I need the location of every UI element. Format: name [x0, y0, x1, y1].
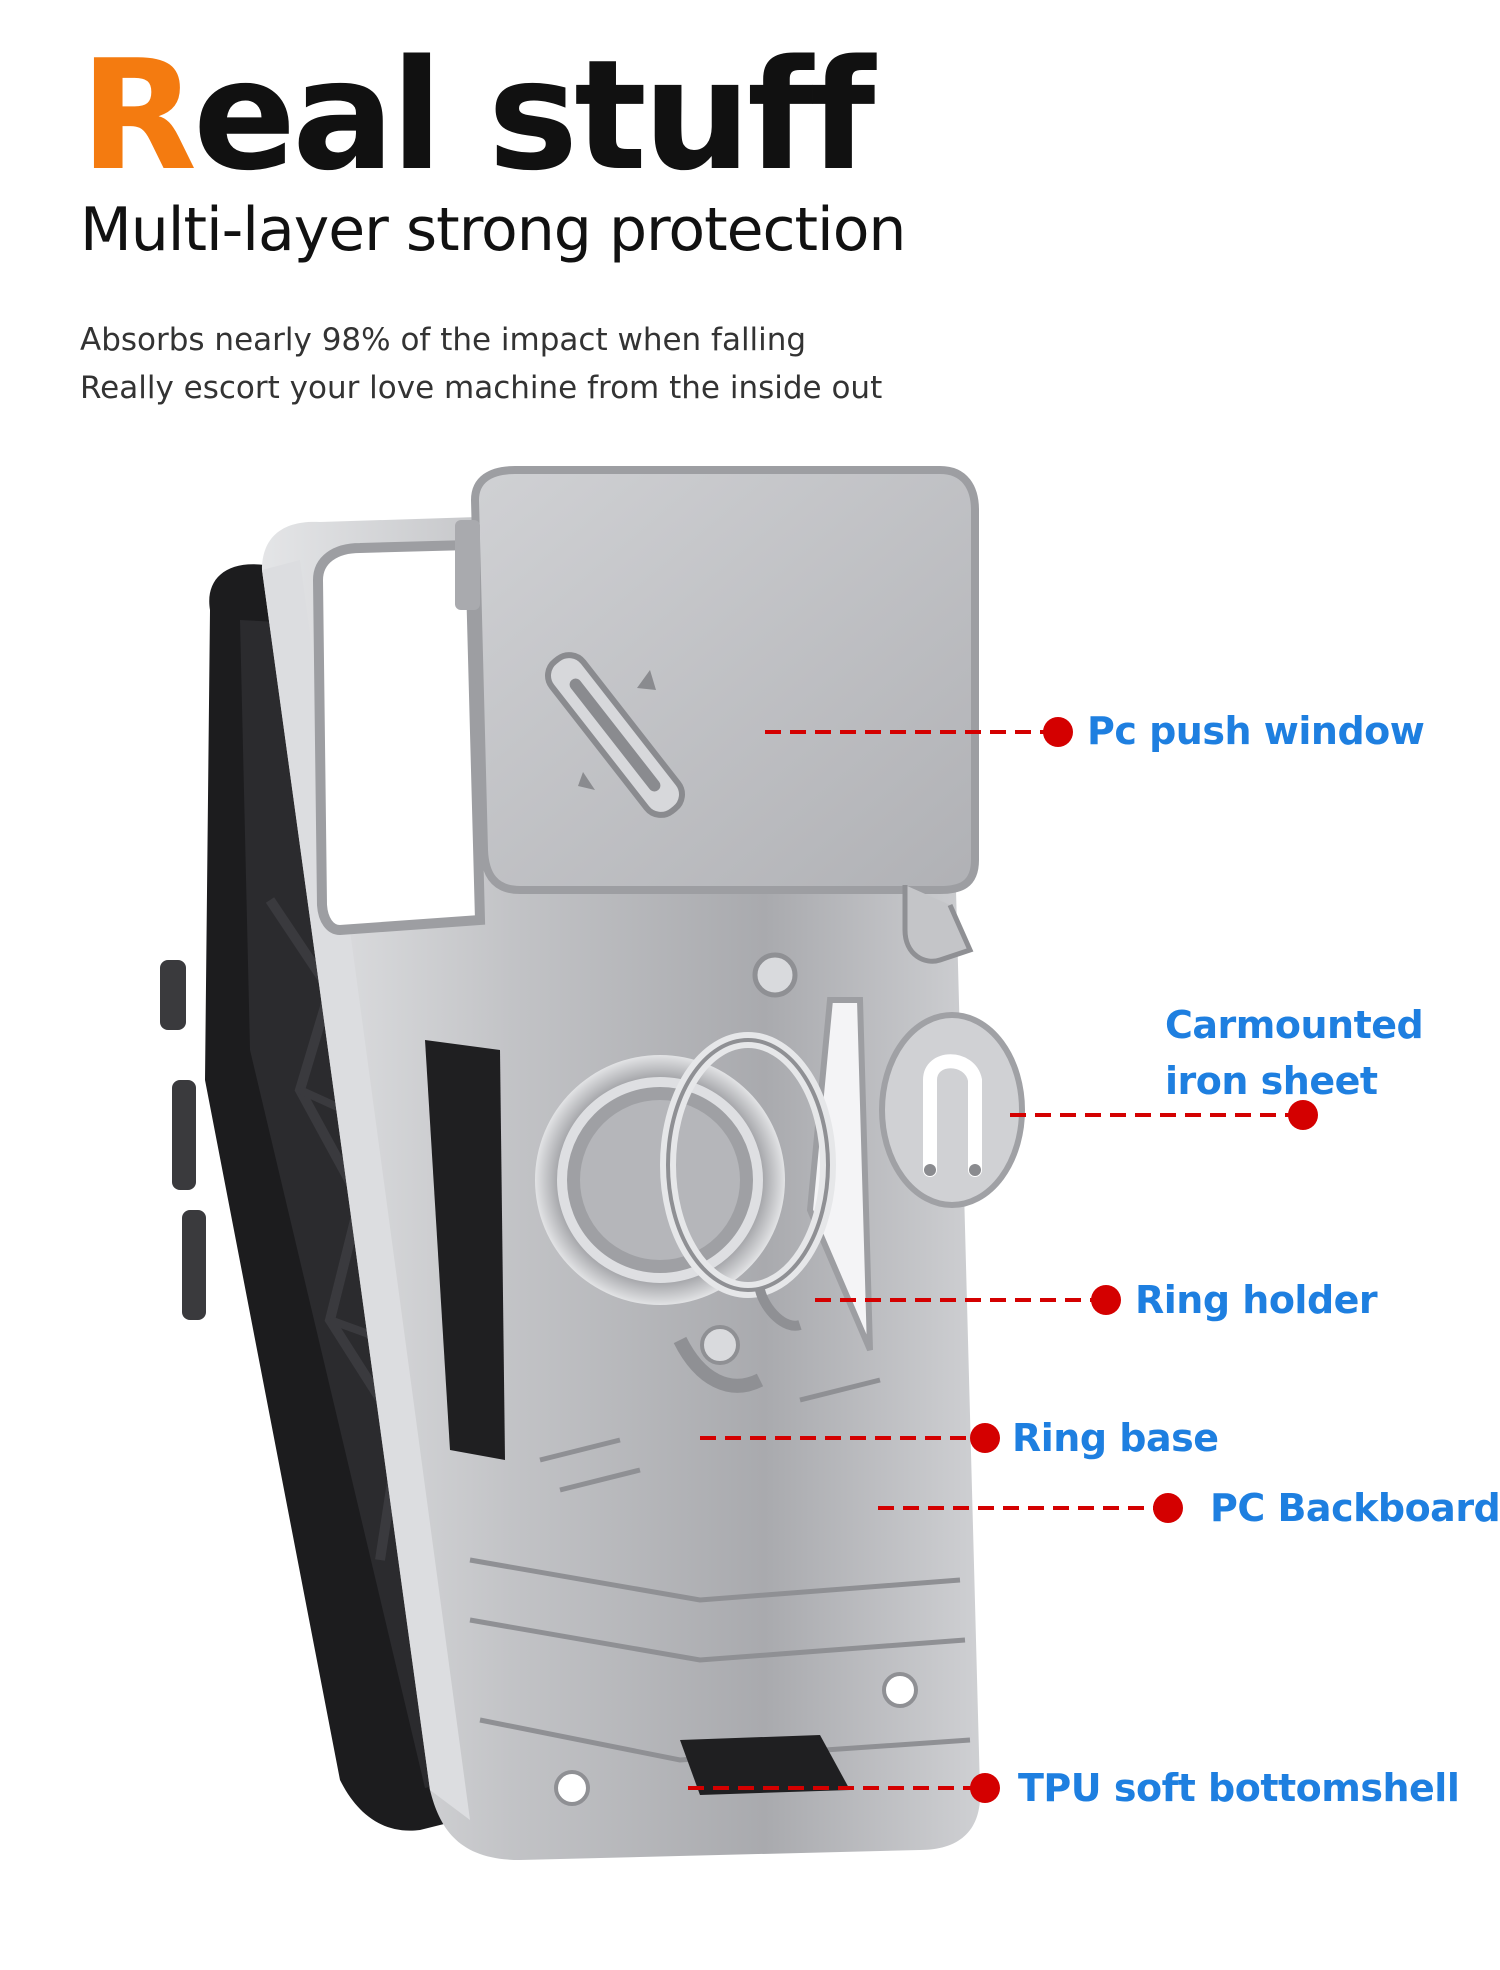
description: Absorbs nearly 98% of the impact when fa…: [80, 316, 882, 412]
side-button: [182, 1210, 206, 1320]
label-tpu-soft-bottomshell: TPU soft bottomshell: [1018, 1766, 1460, 1810]
slide-grip-icon: [545, 652, 685, 818]
title-accent-letter: R: [80, 27, 197, 204]
label-carmounted-iron-sheet: Carmounted iron sheet: [1165, 997, 1424, 1109]
bottom-port-cutout: [680, 1735, 850, 1795]
ring-base: [535, 1055, 785, 1393]
title-rest: eal stuff: [193, 27, 875, 204]
camera-cutout: [312, 539, 486, 936]
page-subtitle: Multi-layer strong protection: [80, 195, 906, 265]
pointer-dot: [1153, 1493, 1183, 1523]
callout-pointers: [688, 730, 1300, 1790]
ring-holder: [660, 1032, 836, 1331]
label-carmounted-line-1: Carmounted: [1165, 1003, 1424, 1047]
side-button: [172, 1080, 196, 1190]
carmounted-iron-sheet: [879, 1012, 1025, 1208]
label-ring-base: Ring base: [1012, 1416, 1219, 1460]
pointer-dot: [1043, 717, 1073, 747]
flash-hole: [752, 952, 798, 998]
pointer-dot: [970, 1773, 1000, 1803]
label-ring-holder: Ring holder: [1135, 1278, 1378, 1322]
page-title: Real stuff: [80, 40, 875, 192]
side-button: [160, 960, 186, 1030]
label-carmounted-line-2: iron sheet: [1165, 1059, 1378, 1103]
pointer-dot: [970, 1423, 1000, 1453]
label-pc-push-window: Pc push window: [1087, 709, 1425, 753]
corner-cutout: [806, 997, 873, 1352]
pointer-dot: [1288, 1100, 1318, 1130]
label-pc-backboard: PC Backboard: [1210, 1486, 1500, 1530]
callout-dots: [970, 717, 1318, 1803]
pointer-dot: [1091, 1285, 1121, 1315]
pc-push-window: [455, 466, 979, 964]
description-line-2: Really escort your love machine from the…: [80, 370, 883, 406]
side-window: [425, 1040, 505, 1460]
description-line-1: Absorbs nearly 98% of the impact when fa…: [80, 322, 807, 358]
